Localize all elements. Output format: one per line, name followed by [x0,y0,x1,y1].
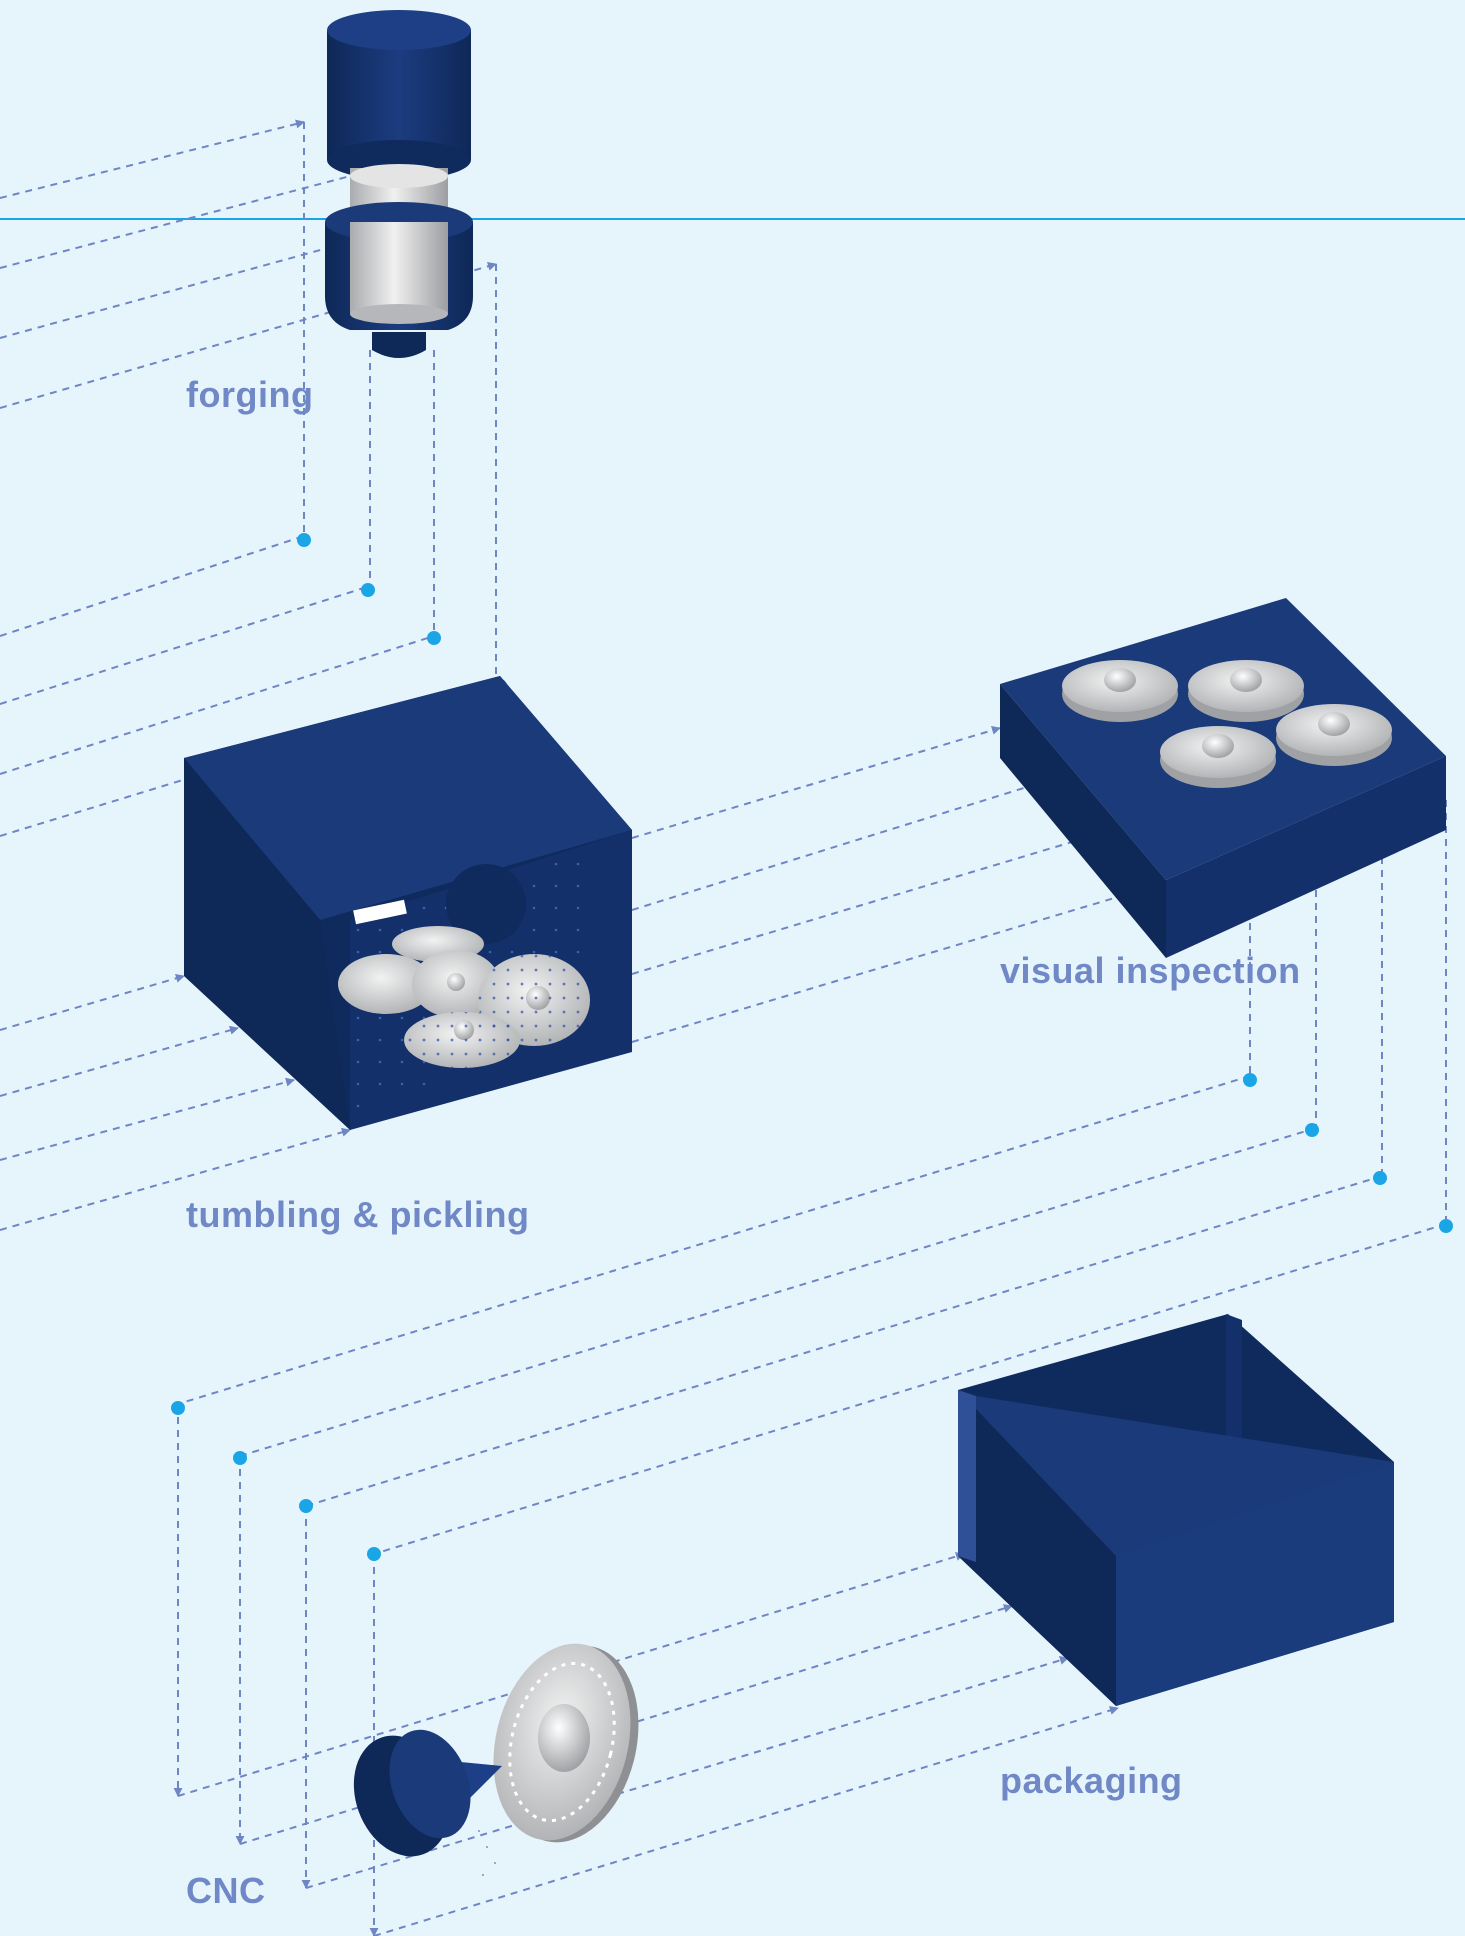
metal-disc-icon [338,926,590,1068]
stage-label-packaging: packaging [1000,1760,1183,1801]
stage-label-visual-inspection: visual inspection [1000,950,1301,991]
cnc-lathe-icon [353,1643,639,1876]
stage-label-cnc: CNC [186,1870,266,1911]
tumbling-box-icon [184,676,632,1130]
flows-cnc-to-packaging [177,1552,1119,1936]
flows-forging-down [303,122,497,684]
packaging-box-icon [958,1314,1394,1706]
stage-label-forging: forging [186,374,314,415]
stage-label-tumbling-pickling: tumbling & pickling [186,1194,530,1235]
inspection-tray-icon [1000,598,1446,958]
flows-tumbling-to-inspection [631,726,1169,1043]
forging-press-icon [325,10,473,358]
flows-cnc-down [173,1404,379,1936]
flow-nodes [171,533,1453,1561]
flows-inspection-down [1249,800,1447,1224]
metal-disc-icon [493,1643,639,1843]
flows-inspection-to-cnc [177,1075,1447,1555]
metal-disc-icon [1062,660,1392,788]
